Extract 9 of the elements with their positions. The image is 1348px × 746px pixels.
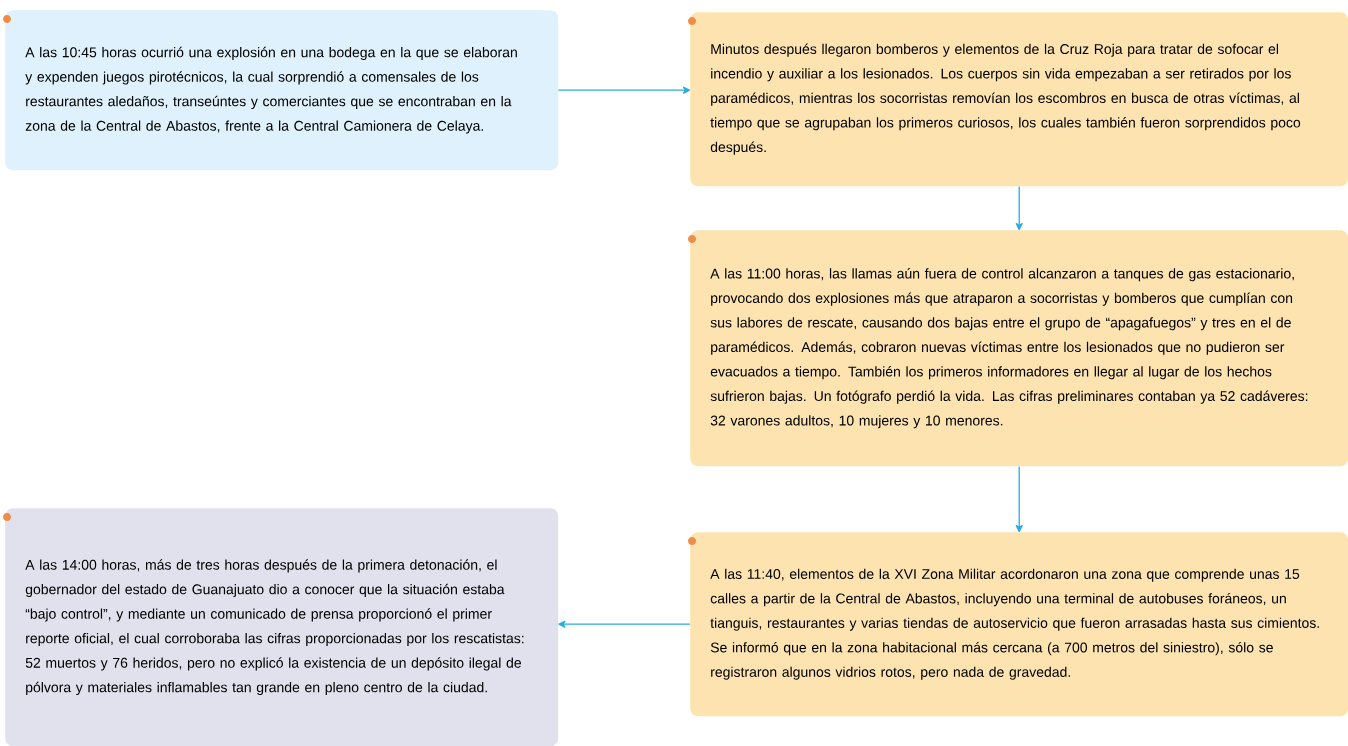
text-box: Minutos después llegaron bomberos y elementos de la Cruz Roja para tratar de sofocar el incendio y auxiliar a los lesionados. Los cuerpos sin vida empezaban a ser retirados por los paramédicos, mientras los socorristas removían los escombros en busca de otras víctimas, al tiempo que se agrupaban los primeros curiosos, los cuales también fueron sorprendidos poco después. [690,12,1348,187]
arrow [1015,185,1023,230]
text-box: A las 10:45 horas ocurrió una explosión en una bodega en la que se elaboran y expenden juegos pirotécnicos, la cual sorprendió a comensales de los restaurantes aledaños, transeúntes y comerciantes que se encontraban en la zona de la Central de Abastos, frente a la Central Camionera de Celaya. [5,10,559,171]
text-box: A las 11:40, elementos de la XVI Zona Militar acordonaron una zona que comprende unas 15 calles a partir de la Central de Abastos, incluyendo una terminal de autobuses foráneos, un tianguis, restaurantes y varias tiendas de autoservicio que fueron arrasadas hasta sus cimientos. Se informó que en la zona habitacional más cercana (a 700 metros del siniestro), sólo se registraron algunos vidrios rotos, pero nada de gravedad. [690,532,1348,717]
arrow [557,86,690,94]
arrow [558,620,691,628]
arrow [1015,465,1023,532]
text-box: A las 11:00 horas, las llamas aún fuera de control alcanzaron a tanques de gas estacionario, provocando dos explosiones más que atraparon a socorristas y bomberos que cumplían con sus labores de rescate, causando dos bajas entre el grupo de “apagafuegos” y tres en el de paramédicos. Además, cobraron nuevas víctimas entre los lesionados que no pudieron ser evacuados a tiempo. También los primeros informadores en llegar al lugar de los hechos sufrieron bajas. Un fotógrafo perdió la vida. Las cifras preliminares contaban ya 52 cadáveres: 32 varones adultos, 10 mujeres y 10 menores. [690,230,1348,467]
text-box: A las 14:00 horas, más de tres horas después de la primera detonación, el gobernador del estado de Guanajuato dio a conocer que la situación estaba “bajo control”, y mediante un comunicado de prensa proporcionó el primer reporte oficial, el cual corroboraba las cifras proporcionadas por los rescatistas: 52 muertos y 76 heridos, pero no explicó la existencia de un depósito ilegal de pólvora y materiales inflamables tan grande en pleno centro de la ciudad. [5,508,559,746]
